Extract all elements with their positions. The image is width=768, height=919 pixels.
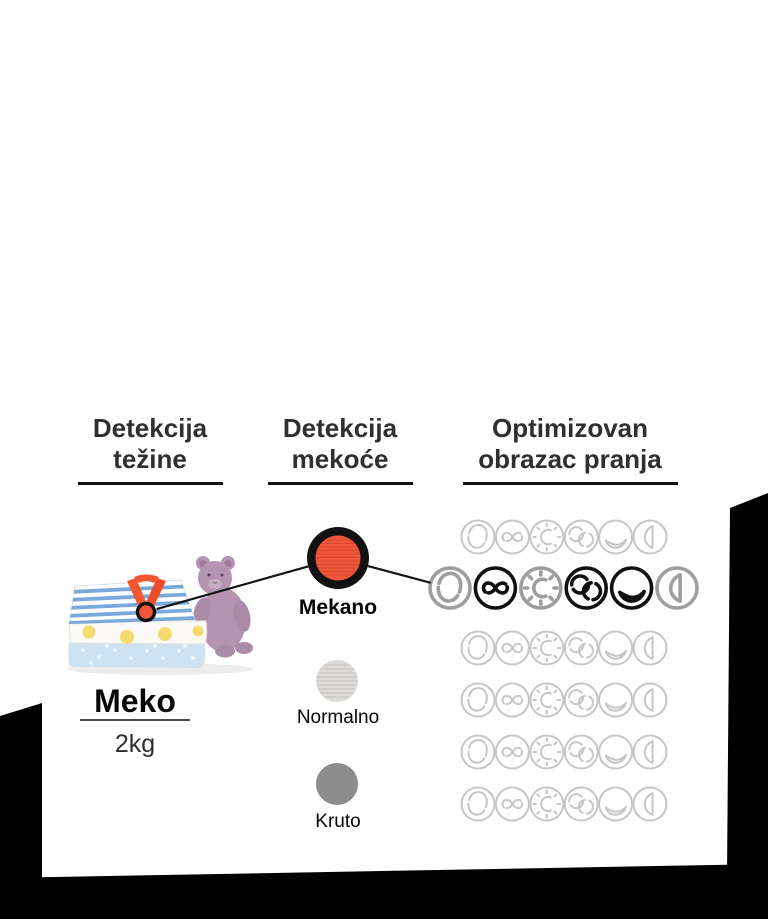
wash-step-timer-icon [529,786,565,822]
wash-step-infinity-spin-icon [494,630,530,666]
softness-detection-marker [135,601,157,623]
wash-step-drum-door-icon [632,519,668,555]
wash-step-drum-door-icon [632,786,668,822]
bottom-black-band [0,864,768,919]
wash-step-cradle-wave-icon [598,786,634,822]
wash-step-drum-tumble-icon [460,630,496,666]
header-softness-line1: Detekcija [282,413,398,443]
wash-step-infinity-spin-icon-active [473,566,518,610]
wash-step-timer-icon-active [518,566,563,610]
softness-circle-normalno [316,660,358,702]
wash-step-double-roll-icon-active [564,566,609,610]
wash-step-cradle-wave-icon [598,630,634,666]
header-pattern-line2: obrazac pranja [478,444,662,474]
header-weight-underline [77,482,223,485]
wash-step-timer-icon [529,630,565,666]
header-weight-line2: težine [113,444,187,474]
wash-step-drum-tumble-icon [460,519,496,555]
wash-step-double-roll-icon [563,786,599,822]
wash-step-cradle-wave-icon [598,734,634,770]
softness-label-mekano: Mekano [298,596,378,619]
wash-step-double-roll-icon [563,734,599,770]
softness-circle-kruto [316,763,358,805]
header-softness-line2: mekoće [291,444,389,474]
column-header-pattern: Optimizovan obrazac pranja [440,413,700,485]
wash-step-cradle-wave-icon [598,519,634,555]
right-black-wedge [727,493,768,875]
header-weight-line1: Detekcija [92,413,208,443]
wash-pattern-grid [428,519,699,822]
laundry-photo [66,556,254,675]
column-header-softness: Detekcija mekoće [220,413,460,485]
weight-result-value: 2kg [114,730,156,758]
softness-circle-mekano [307,527,369,589]
wash-step-timer-icon [529,682,565,718]
weight-result-underline [80,719,190,721]
wash-step-drum-door-icon [632,630,668,666]
wash-step-double-roll-icon [563,519,599,555]
softness-label-kruto: Kruto [315,811,361,832]
wash-step-infinity-spin-icon [494,734,530,770]
column-header-weight: Detekcija težine [30,413,270,485]
wash-step-drum-tumble-icon [460,786,496,822]
wash-step-cradle-wave-icon [598,682,634,718]
wash-step-drum-door-icon-active [655,566,699,610]
wash-step-drum-door-icon [632,734,668,770]
header-pattern-underline [462,482,678,485]
wash-step-cradle-wave-icon-active [609,566,654,610]
folded-clothes [68,574,208,668]
weight-result-label: Meko [94,683,176,719]
wash-step-infinity-spin-icon [494,519,530,555]
header-pattern-line1: Optimizovan [491,413,648,443]
wash-step-timer-icon [529,519,565,555]
wash-step-double-roll-icon [563,682,599,718]
softness-label-normalno: Normalno [296,707,380,728]
wash-step-infinity-spin-icon [494,682,530,718]
wash-step-drum-tumble-icon-active [428,566,472,610]
wash-step-infinity-spin-icon [494,786,530,822]
wash-step-drum-tumble-icon [460,734,496,770]
wash-step-timer-icon [529,734,565,770]
wash-step-double-roll-icon [563,630,599,666]
wash-step-drum-door-icon [632,682,668,718]
wash-step-drum-tumble-icon [460,682,496,718]
header-softness-underline [267,482,413,485]
